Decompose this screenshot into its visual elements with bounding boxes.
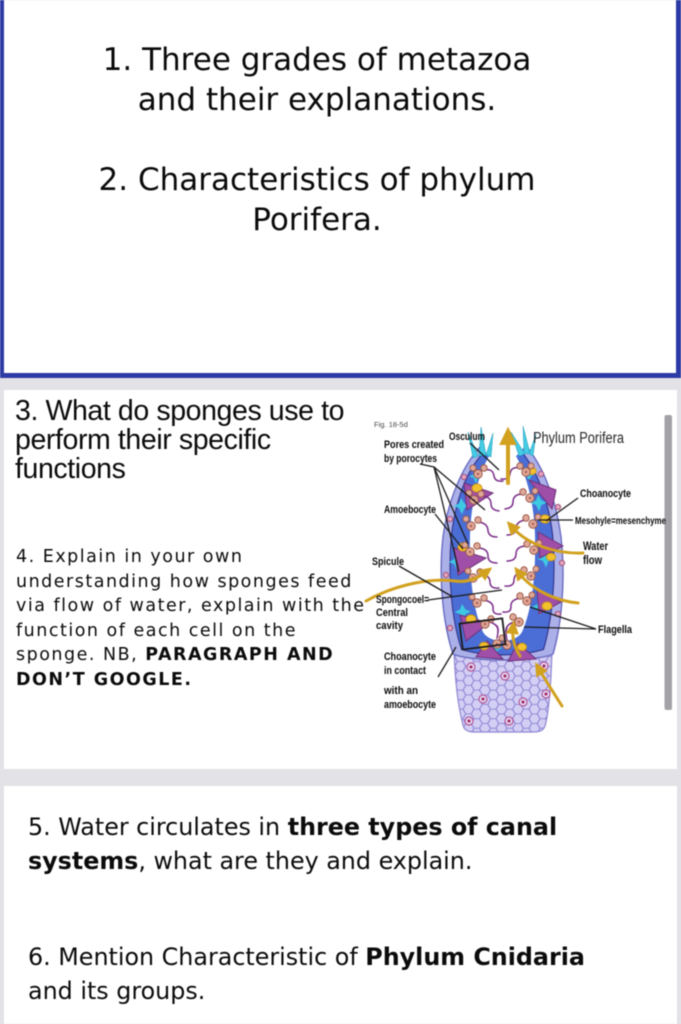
question-2: 2. Characteristics of phylum Porifera. <box>4 160 676 240</box>
question-3-line-2: perform their specific <box>15 424 271 456</box>
question-6-line-1: 6. Mention Characteristic of Phylum Cnid… <box>28 943 585 971</box>
question-4-line-4: function of each cell on the <box>16 620 298 641</box>
question-2-line-1: 2. Characteristics of phylum <box>98 162 536 198</box>
question-3-line-1: 3. What do sponges use to <box>15 395 345 427</box>
slide-1: 1. Three grades of metazoa and their exp… <box>0 0 681 378</box>
question-2-line-2: Porifera. <box>252 202 382 238</box>
question-1-line-1: 1. Three grades of metazoa <box>102 42 532 78</box>
question-1: 1. Three grades of metazoa and their exp… <box>4 40 676 120</box>
question-6: 6. Mention Characteristic of Phylum Cnid… <box>28 940 585 1008</box>
question-6-line-2: and its groups. <box>28 977 206 1005</box>
question-4: 4. Explain in your own understanding how… <box>16 545 365 692</box>
question-4-line-2: understanding how sponges feed <box>16 571 353 592</box>
question-5: 5. Water circulates in three types of ca… <box>28 810 557 878</box>
question-3: 3. What do sponges use to perform their … <box>15 397 344 484</box>
question-4-line-5: sponge. NB, PARAGRAPH AND <box>16 645 335 665</box>
slide-3 <box>4 786 677 1024</box>
question-4-line-1: 4. Explain in your own <box>16 547 244 567</box>
question-3-line-3: functions <box>15 453 126 485</box>
question-4-line-6: DON’T GOOGLE. <box>16 669 193 690</box>
question-1-line-2: and their explanations. <box>137 82 497 118</box>
question-5-line-1: 5. Water circulates in three types of ca… <box>28 813 558 841</box>
question-4-line-3: via flow of water, explain with the <box>16 596 366 616</box>
question-5-line-2: systems, what are they and explain. <box>28 847 473 875</box>
